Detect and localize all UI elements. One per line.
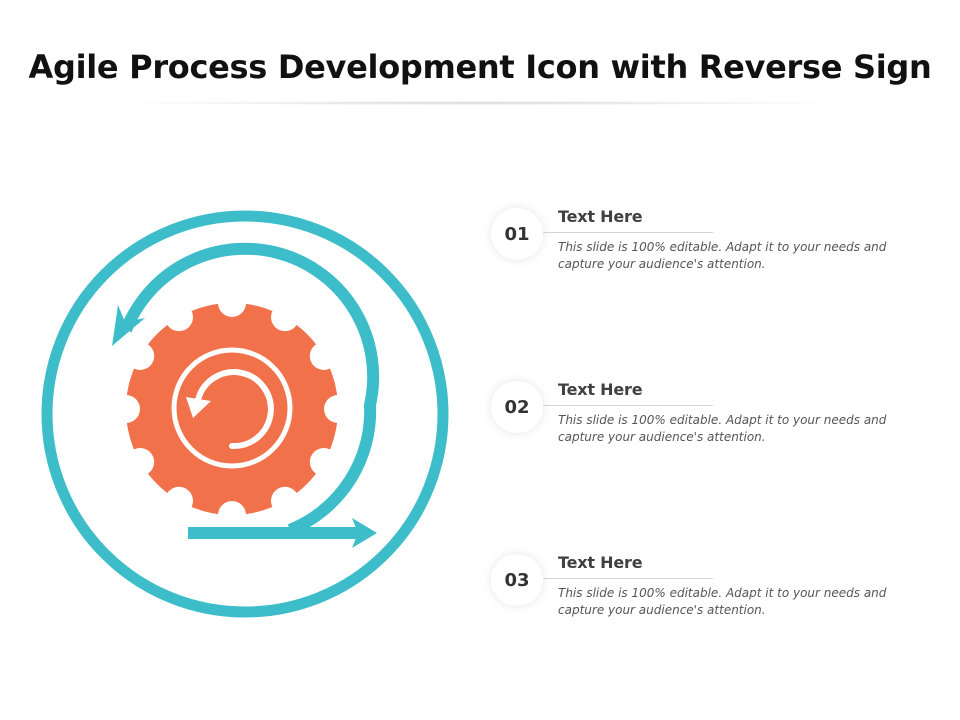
heading-underline [543, 578, 713, 579]
number-badge: 03 [491, 554, 543, 606]
list-item-2: 02 Text Here This slide is 100% editable… [490, 378, 920, 458]
item-description: This slide is 100% editable. Adapt it to… [558, 586, 887, 617]
number-badge: 02 [491, 381, 543, 433]
outer-circle [41, 210, 449, 618]
reverse-arrow-icon [186, 369, 274, 450]
list-item-1: 01 Text Here This slide is 100% editable… [490, 205, 920, 285]
number-badge: 01 [491, 208, 543, 260]
item-description: This slide is 100% editable. Adapt it to… [558, 413, 887, 444]
list-item-3: 03 Text Here This slide is 100% editable… [490, 551, 920, 631]
heading-underline [543, 232, 713, 233]
gear-icon [100, 280, 370, 540]
title-divider [130, 101, 830, 105]
item-description: This slide is 100% editable. Adapt it to… [558, 240, 887, 271]
heading-underline [543, 405, 713, 406]
item-heading: Text Here [558, 553, 643, 572]
item-heading: Text Here [558, 380, 643, 399]
slide-title: Agile Process Development Icon with Reve… [28, 48, 932, 86]
item-heading: Text Here [558, 207, 643, 226]
